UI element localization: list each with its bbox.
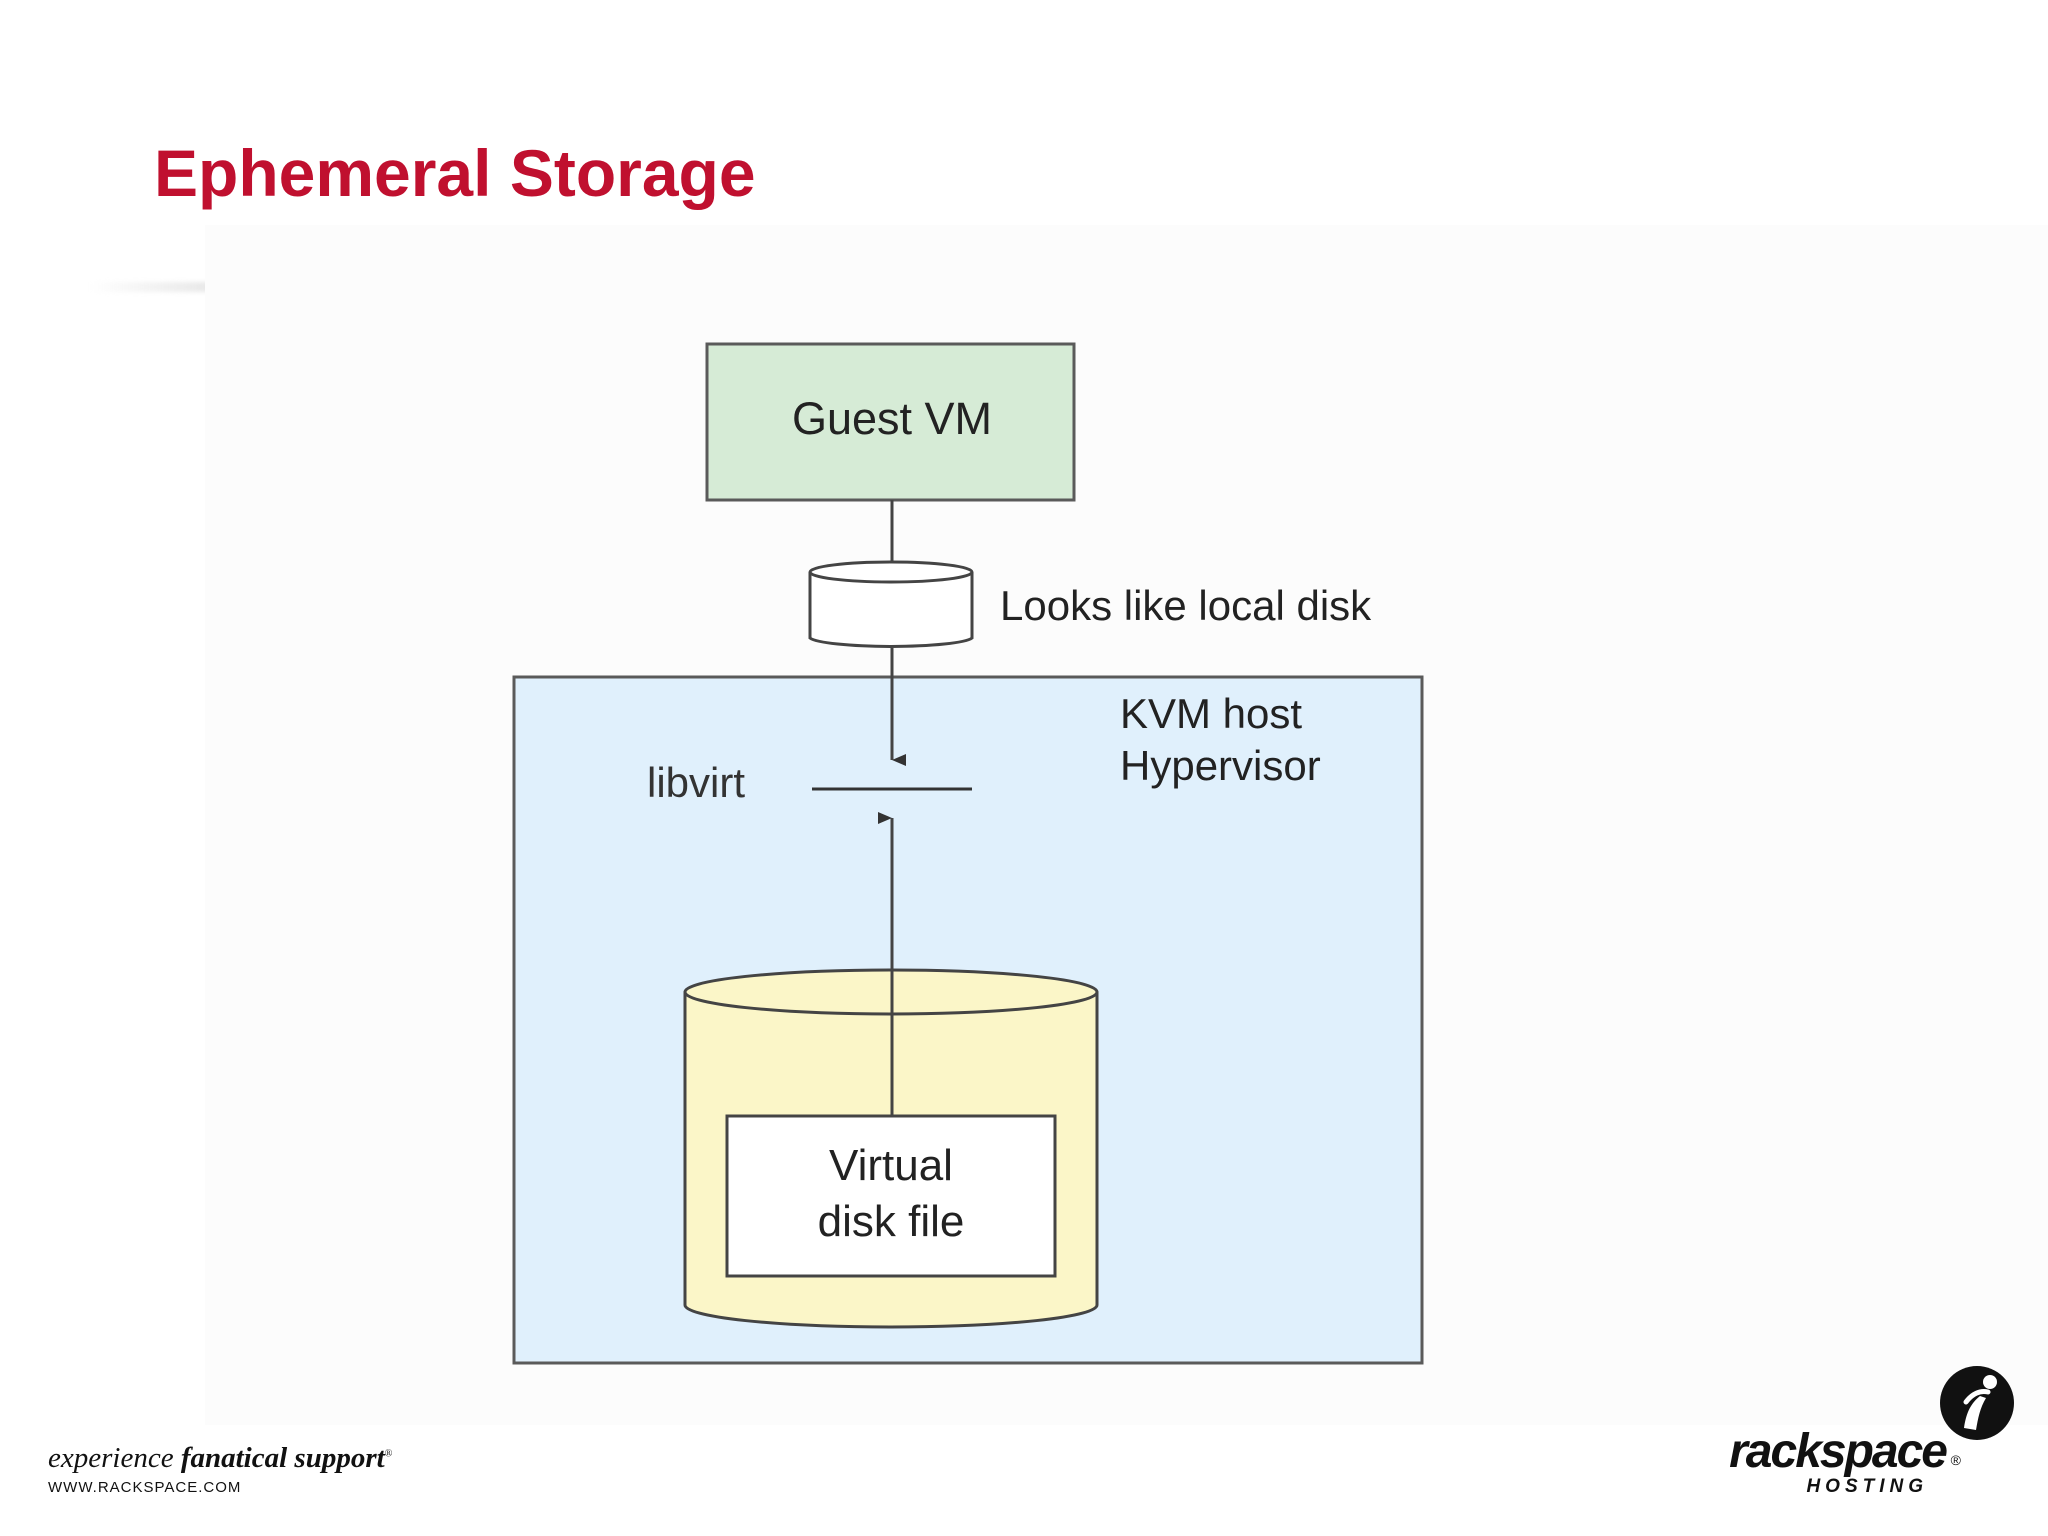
rackspace-logo: rackspace ® HOSTING <box>1718 1362 2018 1502</box>
tagline-prefix: experience <box>48 1442 174 1474</box>
guest-vm-box <box>705 342 1076 502</box>
guest-vm-label: Guest VM <box>792 393 992 444</box>
logo-subtitle: HOSTING <box>1806 1476 1928 1497</box>
virtual-disk-file-label-line2: disk file <box>818 1197 965 1246</box>
footer-tagline: experience fanatical support® <box>48 1442 392 1475</box>
footer-tagline-block: experience fanatical support® WWW.RACKSP… <box>48 1442 392 1496</box>
kvm-host-label: KVM host <box>1120 690 1302 737</box>
local-disk-cylinder-icon <box>808 560 974 648</box>
footer-url: WWW.RACKSPACE.COM <box>48 1479 242 1496</box>
libvirt-label: libvirt <box>647 759 745 806</box>
tagline-mark: ® <box>384 1448 393 1460</box>
hypervisor-label: Hypervisor <box>1120 742 1321 789</box>
virtual-disk-file-box <box>725 1114 1057 1278</box>
logo-wordmark: rackspace <box>1729 1425 1948 1478</box>
tagline-emphasis: fanatical support <box>180 1442 385 1474</box>
logo-registered-mark: ® <box>1950 1452 1961 1468</box>
local-disk-label: Looks like local disk <box>1000 582 1372 629</box>
logo-figure-icon <box>1940 1366 2014 1440</box>
slide-title: Ephemeral Storage <box>154 136 756 210</box>
virtual-disk-file-label-line1: Virtual <box>829 1141 953 1190</box>
